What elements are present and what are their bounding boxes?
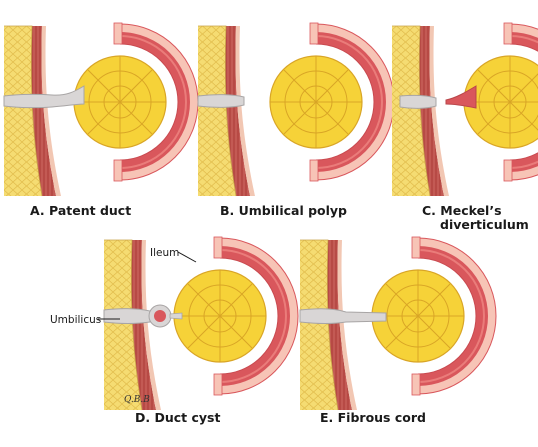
cyst-connection: [169, 312, 183, 320]
panel-e: [299, 236, 497, 411]
caption-c-line2: diverticulum: [440, 217, 529, 232]
artist-signature: Q.B.B: [124, 395, 150, 405]
abdominal-wall-e: [299, 239, 358, 411]
duct-stump-d: [103, 308, 151, 324]
caption-a: A. Patent duct: [30, 203, 131, 218]
panel-c: [391, 22, 538, 197]
fibrous-cord: [299, 308, 387, 324]
ileum-a: [73, 22, 199, 182]
abdominal-wall-b: [197, 25, 256, 197]
panel-d: [98, 236, 299, 411]
caption-d: D. Duct cyst: [135, 410, 220, 425]
meckel-diverticulum: [445, 85, 477, 109]
umbilical-polyp: [197, 94, 245, 108]
umbilical-stump: [399, 94, 437, 109]
ileum-e: [371, 236, 497, 396]
umbilicus-label: Umbilicus: [50, 314, 101, 326]
patent-duct: [3, 85, 85, 109]
caption-b: B. Umbilical polyp: [220, 203, 347, 218]
abdominal-wall-d: [103, 239, 162, 411]
panel-a: [3, 22, 199, 197]
abdominal-wall-a: [3, 25, 62, 197]
caption-c-line1: C. Meckel’s: [422, 203, 502, 218]
caption-e: E. Fibrous cord: [320, 410, 426, 425]
ileum-b: [269, 22, 395, 182]
ileum-d: [173, 236, 299, 396]
duct-cyst-lumen: [154, 310, 166, 322]
ileum-label: Ileum: [150, 247, 179, 259]
ileum-leader-line: [177, 251, 197, 263]
panel-b: [197, 22, 395, 197]
abdominal-wall-c: [391, 25, 450, 197]
